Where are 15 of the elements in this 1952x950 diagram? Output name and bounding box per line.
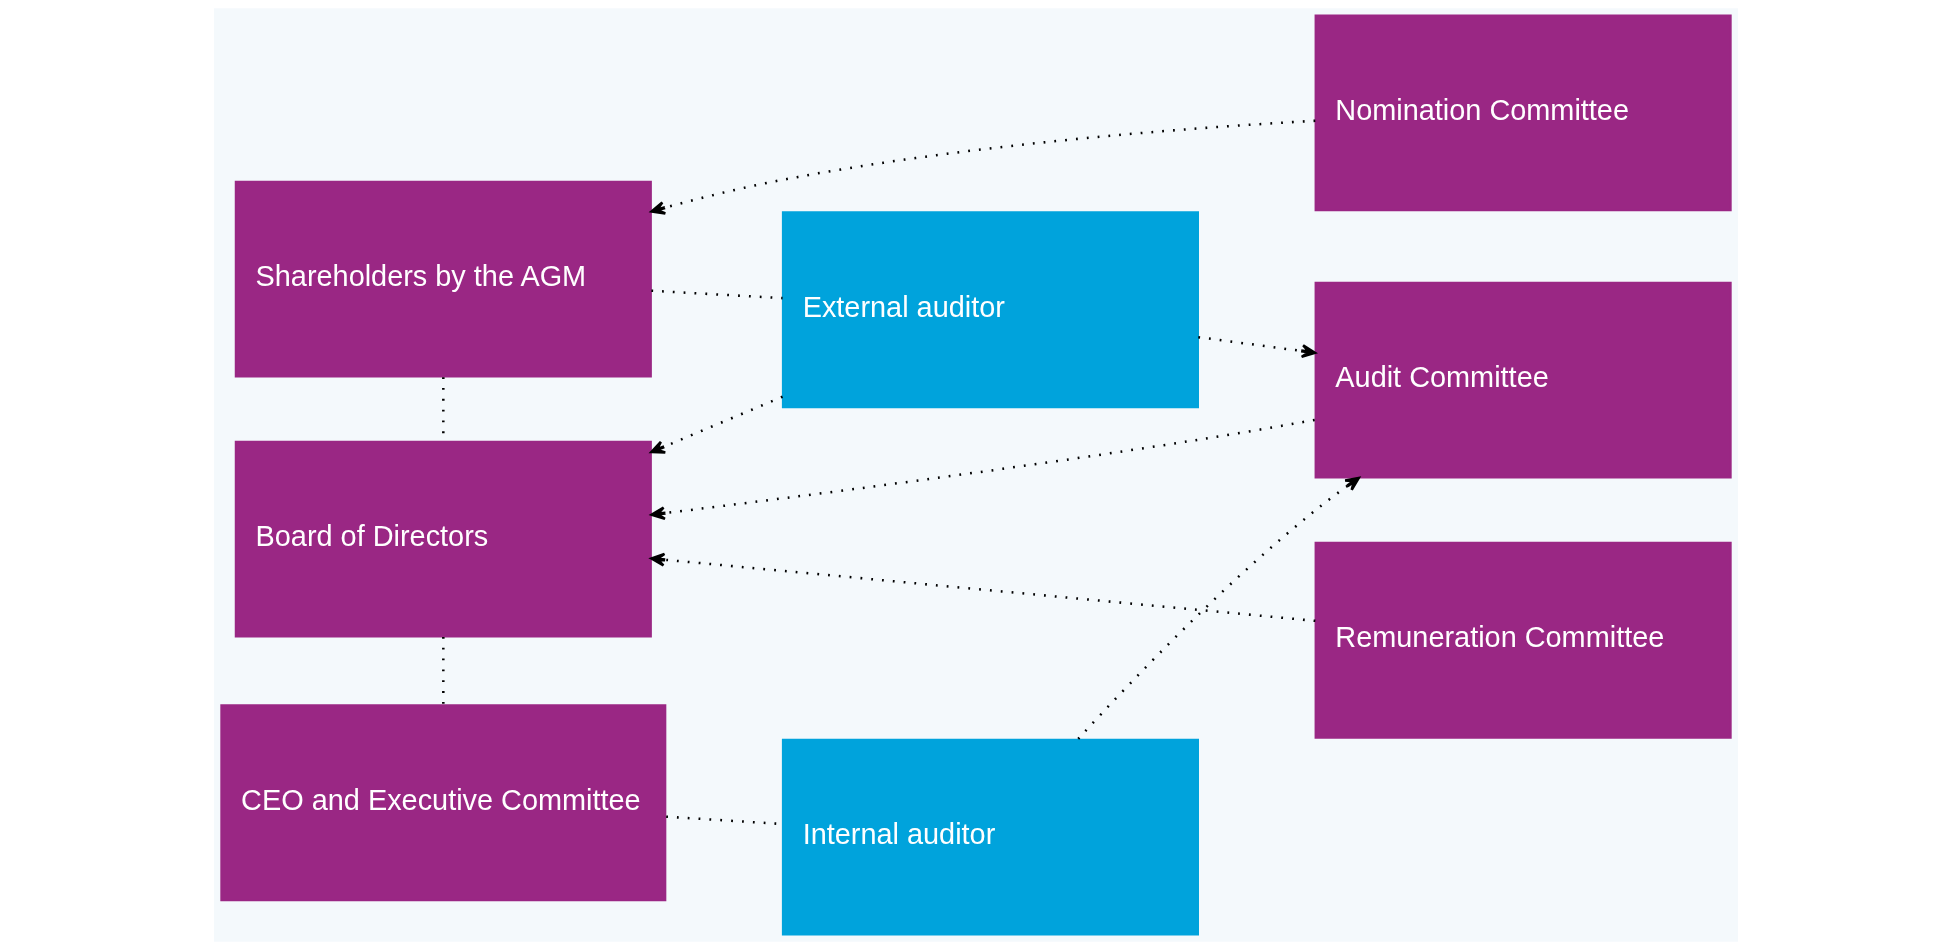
node-box: CEO and Executive Committee [220,704,667,902]
node-box: Board of Directors [234,440,652,638]
node-box: Nomination Committee [1314,14,1732,212]
arrow [650,395,783,454]
connector [651,289,783,300]
arrow [1077,476,1360,740]
arrow [1198,335,1317,358]
arrow [650,418,1315,521]
arrow [650,552,1316,623]
node-box: Shareholders by the AGM [234,180,652,378]
node-box: Remuneration Committee [1314,541,1732,739]
node-box: Internal auditor [781,738,1199,936]
arrow [650,119,1316,215]
node-box: Audit Committee [1314,281,1732,479]
node-box: External auditor [781,211,1199,409]
